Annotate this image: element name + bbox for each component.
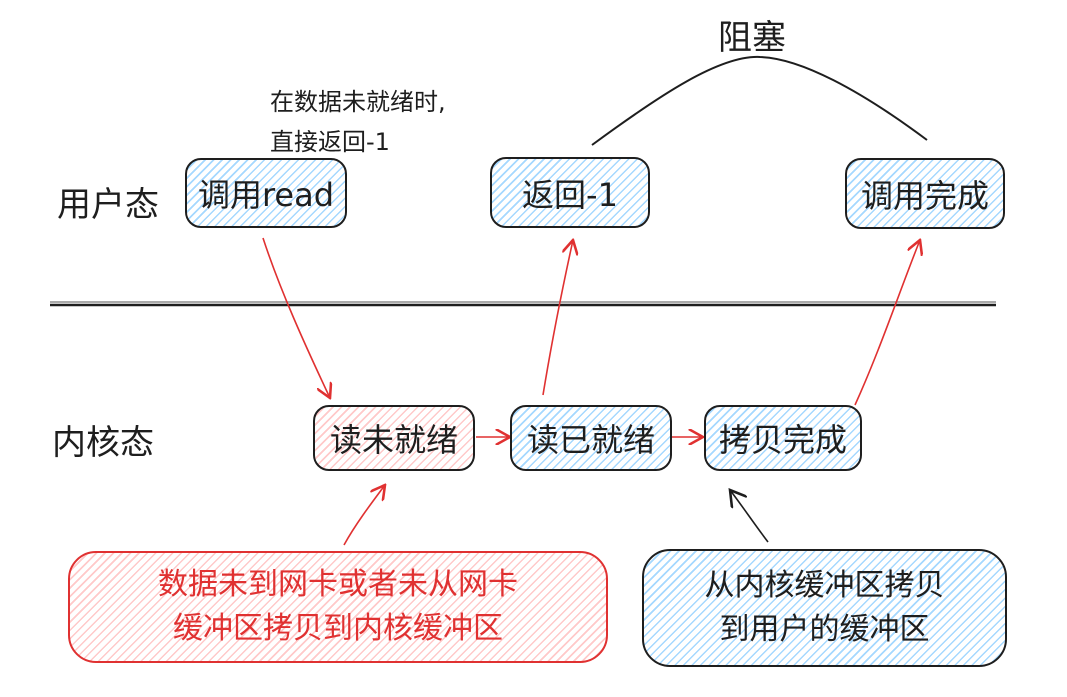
note-right-line-1: 从内核缓冲区拷贝 xyxy=(704,568,945,603)
node-copy-done-label: 拷贝完成 xyxy=(718,421,847,459)
arrow-leftnote-to-notready xyxy=(343,485,385,546)
node-call-read-label: 调用read xyxy=(197,176,335,214)
note-left-line-1: 数据未到网卡或者未从网卡 xyxy=(158,567,518,602)
node-call-read[interactable]: 调用read xyxy=(185,158,347,228)
node-read-not-ready[interactable]: 读未就绪 xyxy=(313,405,475,471)
annotation-line-1: 在数据未就绪时, xyxy=(270,88,446,116)
blocking-curve xyxy=(591,55,928,146)
node-read-ready-label: 读已就绪 xyxy=(526,421,655,459)
note-right-line-2: 到用户的缓冲区 xyxy=(719,612,930,647)
lane-label-user: 用户态 xyxy=(57,185,159,225)
lane-label-kernel: 内核态 xyxy=(52,423,154,463)
note-copy-to-user[interactable]: 从内核缓冲区拷贝 到用户的缓冲区 xyxy=(642,549,1007,667)
arrow-call-to-notready xyxy=(262,237,330,398)
node-read-ready[interactable]: 读已就绪 xyxy=(510,405,672,471)
node-call-done-label: 调用完成 xyxy=(860,176,989,215)
arrow-copy-to-done xyxy=(854,240,920,406)
annotation-line-2: 直接返回-1 xyxy=(270,128,390,156)
node-call-done[interactable]: 调用完成 xyxy=(845,158,1005,229)
arrow-rightnote-to-copy xyxy=(730,490,769,543)
node-return-minus1[interactable]: 返回-1 xyxy=(490,157,650,228)
node-read-not-ready-label: 读未就绪 xyxy=(329,421,458,459)
note-left-line-2: 缓冲区拷贝到内核缓冲区 xyxy=(173,611,503,646)
note-data-not-arrived[interactable]: 数据未到网卡或者未从网卡 缓冲区拷贝到内核缓冲区 xyxy=(68,551,608,663)
node-return-minus1-label: 返回-1 xyxy=(522,175,618,214)
node-copy-done[interactable]: 拷贝完成 xyxy=(704,405,862,471)
arrow-ready-to-return xyxy=(542,240,573,396)
blocking-label: 阻塞 xyxy=(718,18,786,58)
